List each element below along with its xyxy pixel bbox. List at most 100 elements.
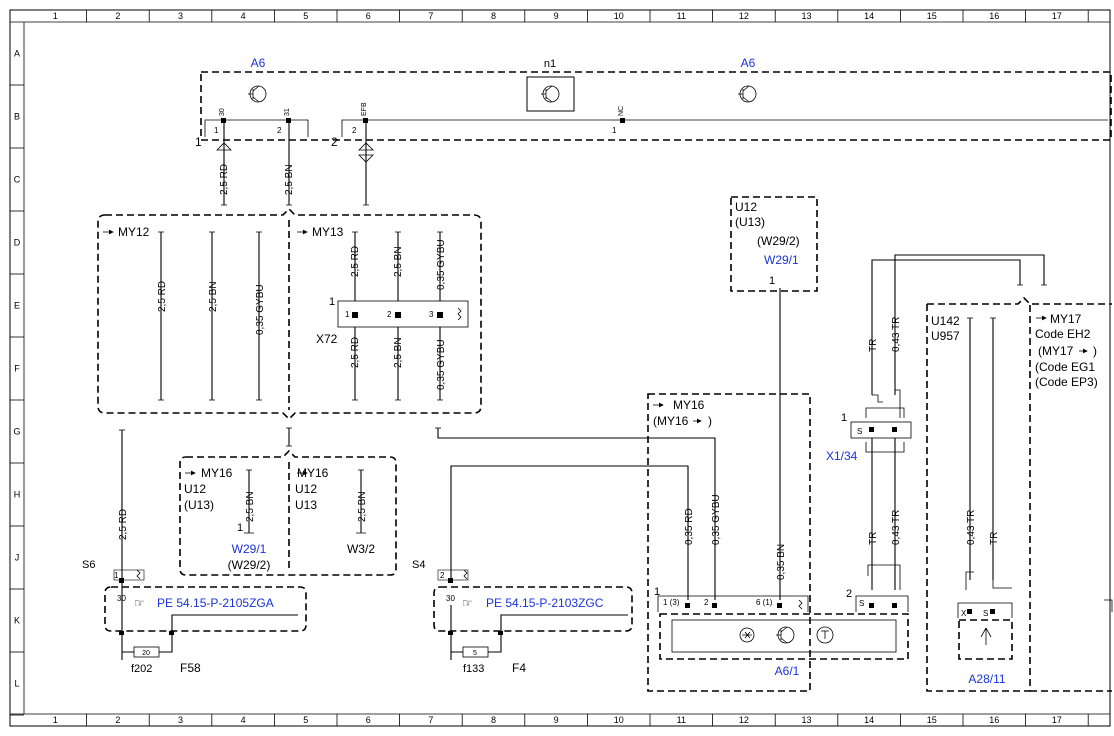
wire-label: 2,5 BN bbox=[208, 281, 219, 312]
wire-label: 2,5 RD bbox=[350, 337, 361, 368]
pin-nc-label: NC bbox=[618, 106, 625, 116]
n1-label: n1 bbox=[544, 58, 556, 70]
x72-conn-number: 1 bbox=[329, 296, 335, 308]
column-number: 3 bbox=[178, 715, 183, 725]
my12-my13-harness-box bbox=[97, 207, 482, 421]
my16b-label: MY16 bbox=[297, 466, 329, 480]
a61-conn-number: 1 bbox=[654, 586, 660, 598]
column-ticks: 1122334455667788991010111112121313141415… bbox=[53, 10, 1089, 726]
wire-label: 2,5 BN bbox=[245, 491, 256, 522]
column-number: 13 bbox=[801, 11, 811, 21]
f58-label: F58 bbox=[180, 661, 201, 675]
row-letter: E bbox=[14, 301, 20, 311]
s4-reference-link[interactable]: PE 54.15-P-2103ZGC bbox=[486, 596, 604, 610]
column-number: 11 bbox=[677, 715, 686, 725]
wire-label: 2,5 BN bbox=[393, 246, 404, 277]
w29-1-label: W29/1 bbox=[232, 542, 267, 556]
u957-label: U957 bbox=[931, 329, 960, 343]
column-number: 6 bbox=[366, 11, 371, 21]
my16c-label: MY16 bbox=[673, 398, 705, 412]
f202-label: f202 bbox=[131, 663, 152, 675]
s4-pin30: 30 bbox=[446, 594, 455, 603]
a61-module-box bbox=[659, 613, 909, 660]
s4-pin2: 2 bbox=[440, 571, 445, 580]
my16a-u12: U12 bbox=[184, 482, 206, 496]
x134-s: S bbox=[857, 427, 862, 436]
transistor-icon bbox=[248, 85, 267, 103]
column-number: 11 bbox=[677, 11, 686, 21]
column-number: 16 bbox=[989, 11, 999, 21]
wire-label: 2,5 BN bbox=[393, 337, 404, 368]
column-number: 4 bbox=[241, 11, 246, 21]
column-number: 14 bbox=[864, 715, 874, 725]
my16a-label: MY16 bbox=[201, 466, 233, 480]
row-letter: A bbox=[14, 49, 20, 59]
column-number: 10 bbox=[614, 11, 624, 21]
my16b-u13: U13 bbox=[295, 498, 317, 512]
column-number: 6 bbox=[366, 715, 371, 725]
row-letter: B bbox=[14, 112, 20, 122]
u13-label: (U13) bbox=[735, 215, 765, 229]
pointer-icon: ☞ bbox=[134, 596, 145, 610]
transistor-icon bbox=[738, 85, 757, 103]
x72-pin: 2 bbox=[387, 310, 392, 319]
pin-31-label: 31 bbox=[284, 108, 291, 116]
sensor-icon bbox=[816, 626, 834, 644]
lamp-icon bbox=[739, 627, 755, 643]
my12-label: MY12 bbox=[118, 225, 150, 239]
wire-label: 0,43 TR bbox=[891, 510, 902, 545]
s6-reference-link[interactable]: PE 54.15-P-2105ZGA bbox=[157, 596, 274, 610]
w29-pin: 1 bbox=[769, 275, 775, 287]
fuse-value: 20 bbox=[142, 650, 150, 657]
u142-box bbox=[926, 304, 1031, 692]
wire-label: TR bbox=[868, 339, 879, 352]
column-number: 10 bbox=[614, 715, 624, 725]
my17-sub-label: (MY17 bbox=[1038, 344, 1074, 358]
wire-label: TR bbox=[868, 532, 879, 545]
row-letter: D bbox=[14, 238, 21, 248]
transistor-icon bbox=[541, 85, 560, 103]
column-number: 7 bbox=[428, 715, 433, 725]
outer-frame bbox=[9, 9, 1111, 727]
wire-label: 2,5 BN bbox=[357, 491, 368, 522]
column-number: 14 bbox=[864, 11, 874, 21]
wire-label: 2,5 RD bbox=[118, 509, 129, 540]
my16-box-a bbox=[179, 449, 397, 576]
x72-pin: 1 bbox=[345, 310, 350, 319]
x72-label: X72 bbox=[316, 332, 338, 346]
a61-pin: 6 (1) bbox=[756, 598, 773, 607]
column-number: 15 bbox=[927, 11, 937, 21]
code-ep3-label: (Code EP3) bbox=[1035, 375, 1098, 389]
column-number: 9 bbox=[554, 11, 559, 21]
wire-label: 0,43 TR bbox=[966, 510, 977, 545]
s6-pin1: 1 bbox=[114, 571, 119, 580]
my17-sub-tail: ) bbox=[1093, 344, 1097, 358]
my16a-pin: 1 bbox=[237, 522, 243, 534]
column-number: 8 bbox=[491, 11, 496, 21]
x72-connector bbox=[337, 300, 469, 328]
row-letter: G bbox=[13, 427, 20, 437]
column-number: 3 bbox=[178, 11, 183, 21]
fuse-value: 5 bbox=[473, 650, 477, 657]
a61-pin: 1 (3) bbox=[663, 598, 680, 607]
column-number: 15 bbox=[927, 715, 937, 725]
row-letter: F bbox=[14, 364, 20, 374]
my16-box-c bbox=[647, 393, 811, 692]
row-letter: C bbox=[14, 175, 21, 185]
column-number: 1 bbox=[53, 11, 58, 21]
wire-label: 0,35 BN bbox=[776, 544, 787, 580]
column-number: 5 bbox=[303, 11, 308, 21]
column-number: 17 bbox=[1052, 715, 1062, 725]
code-eh2-label: Code EH2 bbox=[1035, 327, 1091, 341]
my13-label: MY13 bbox=[312, 225, 344, 239]
x134-s2: S bbox=[859, 599, 864, 608]
transistor-icon bbox=[776, 626, 795, 644]
f133-label: f133 bbox=[463, 663, 484, 675]
pin-2a: 2 bbox=[277, 126, 282, 135]
a6-label-left: A6 bbox=[251, 56, 266, 70]
column-number: 9 bbox=[554, 715, 559, 725]
wire-label: 2,5 RD bbox=[350, 246, 361, 277]
column-number: 16 bbox=[989, 715, 999, 725]
